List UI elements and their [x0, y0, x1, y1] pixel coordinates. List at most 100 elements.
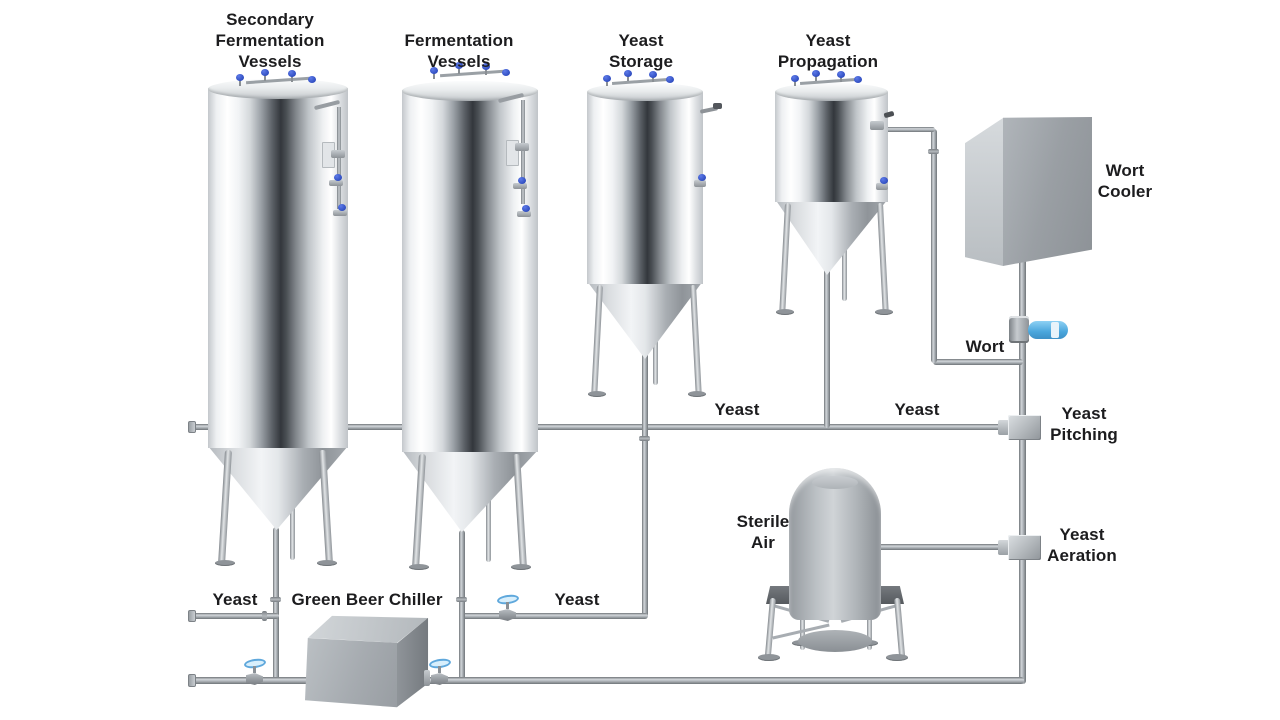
racking-arm-handle — [713, 103, 722, 109]
tank-leg — [779, 202, 791, 314]
valve-stem — [438, 666, 441, 673]
tank-body — [775, 92, 888, 202]
tank-leg — [319, 449, 334, 566]
label-green-beer-chiller: Green Beer Chiller — [266, 589, 468, 610]
side-valve-knob-icon — [880, 177, 888, 184]
tank-foot — [511, 564, 531, 570]
label-wort-cooler: Wort Cooler — [1075, 160, 1175, 202]
pipe-fitting — [876, 183, 888, 190]
side-valve-knob-icon — [334, 174, 342, 181]
tank-leg — [764, 597, 776, 661]
pipe-flange — [424, 670, 430, 686]
wort-cooler-front-face — [1003, 117, 1092, 266]
tank-foot — [317, 560, 337, 566]
pipe-coupling — [270, 597, 281, 602]
outlet-arm-fitting — [870, 121, 884, 130]
label-line: Wort — [965, 337, 1005, 356]
label-wort: Wort — [950, 336, 1020, 357]
top-valve-knob-icon — [837, 71, 845, 78]
valve-stem — [506, 602, 509, 609]
pipe-fitting — [329, 180, 343, 186]
pipe-fitting — [694, 180, 706, 187]
pipe-propagation-feed — [931, 129, 937, 363]
pipe-yeast-transfer — [460, 613, 648, 619]
label-line: Wort — [1105, 161, 1145, 180]
label-yeast-pitching: Yeast Pitching — [1036, 403, 1132, 445]
side-valve-knob-icon — [338, 204, 346, 211]
tank-foot — [758, 654, 780, 661]
valve-stem — [239, 79, 241, 86]
label-line: Yeast — [714, 400, 760, 419]
pipe-wort-horizontal — [933, 359, 1023, 365]
label-line: Yeast — [1059, 525, 1105, 544]
cip-pipe — [521, 100, 525, 204]
pipe-coupling — [456, 597, 467, 602]
label-yeast-mid-right: Yeast — [867, 399, 967, 420]
label-line: Cooler — [1097, 182, 1153, 201]
sterile-air-vessel-body — [789, 468, 881, 620]
pipe-coupling — [639, 436, 650, 441]
top-valve-knob-icon — [791, 75, 799, 82]
label-secondary-fermentation: Secondary Fermentation Vessels — [170, 9, 370, 72]
pipe-bottom-main — [192, 677, 1024, 684]
cip-pipe — [337, 107, 341, 209]
tank-foot — [588, 391, 606, 397]
valve-stem — [264, 74, 266, 81]
pipe-propagation-arm — [875, 127, 935, 132]
label-yeast-bottom-left: Yeast — [185, 589, 285, 610]
label-line: Secondary — [226, 10, 314, 29]
pipe-fitting — [333, 210, 347, 216]
valve-stem — [606, 80, 608, 86]
label-line: Propagation — [777, 52, 879, 71]
top-valve-knob-icon — [455, 62, 463, 69]
label-line: Yeast — [805, 31, 851, 50]
tank-top-cap — [402, 81, 538, 101]
pipe-wort-vertical — [1019, 252, 1026, 684]
tank-leg — [800, 602, 805, 650]
pipe-fitting — [515, 143, 529, 151]
label-line: Vessels — [238, 52, 302, 71]
yeast-aeration-junction — [1008, 535, 1041, 560]
valve-stem — [652, 76, 654, 82]
label-yeast-propagation: Yeast Propagation — [728, 30, 928, 72]
label-line: Fermentation — [215, 31, 325, 50]
tank-top-cap — [775, 83, 888, 101]
pipe-coupling — [262, 611, 267, 621]
pipe-fermenter2-outlet — [459, 530, 465, 683]
top-valve-knob-icon — [624, 70, 632, 77]
pipe-propagation-outlet — [824, 268, 830, 428]
label-line: Air — [751, 533, 775, 552]
top-valve-knob-icon — [288, 70, 296, 77]
valve-body — [499, 609, 516, 621]
tank-foot — [875, 309, 893, 315]
label-line: Yeast — [554, 590, 600, 609]
arm-handle — [883, 110, 895, 119]
label-line: Yeast — [1061, 404, 1107, 423]
tank-foot — [409, 564, 429, 570]
tank-foot — [776, 309, 794, 315]
side-valve-knob-icon — [698, 174, 706, 181]
label-line: Aeration — [1047, 546, 1117, 565]
valve-stem — [253, 666, 256, 673]
pipe-fermenter1-outlet — [273, 527, 279, 683]
tank-cone — [775, 199, 888, 275]
label-yeast-bottom-mid: Yeast — [527, 589, 627, 610]
tank-bottom-bowl — [798, 630, 872, 652]
top-valve-knob-icon — [236, 74, 244, 81]
label-yeast-aeration: Yeast Aeration — [1034, 524, 1130, 566]
tank-leg — [591, 284, 603, 396]
flow-meter-body — [1028, 321, 1068, 339]
top-valve-knob-icon — [854, 76, 862, 83]
valve-stem — [458, 67, 460, 74]
junction-stub — [998, 540, 1009, 555]
top-valve-knob-icon — [812, 70, 820, 77]
pipe-fitting — [513, 183, 527, 189]
pipe-yeast-main — [192, 424, 1020, 430]
tank-body — [587, 92, 703, 284]
top-valve-knob-icon — [649, 71, 657, 78]
label-yeast-mid-left: Yeast — [687, 399, 787, 420]
flow-meter-clamp — [1009, 316, 1029, 343]
pipe-fitting — [517, 211, 531, 217]
valve-body — [431, 673, 448, 685]
pipe-endcap — [188, 421, 196, 433]
